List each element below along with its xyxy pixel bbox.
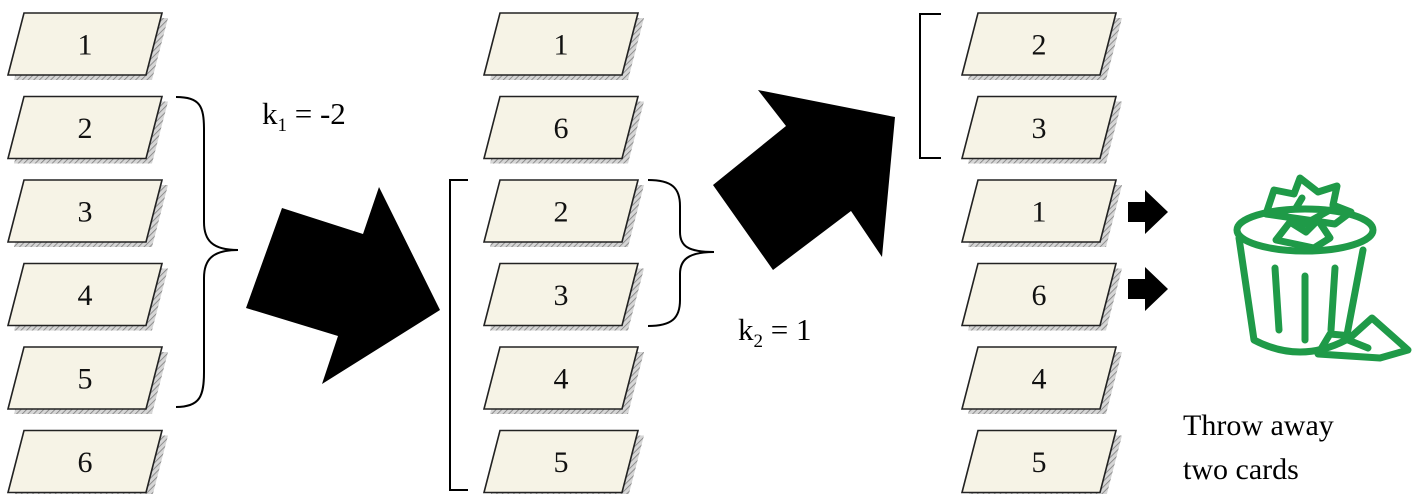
card-number: 2 (1032, 29, 1047, 62)
trash-can-icon (1233, 174, 1412, 362)
card: 4 (6, 262, 168, 331)
k2-subscript: 2 (753, 331, 764, 353)
curly-brace-icon (175, 96, 239, 408)
k1-value: = -2 (287, 96, 346, 131)
k2-variable: k (738, 312, 754, 347)
card-face (482, 346, 640, 410)
card-number: 3 (554, 279, 569, 312)
card-face (482, 179, 640, 243)
card-number: 1 (1032, 196, 1047, 229)
card: 6 (6, 429, 168, 494)
card-number: 6 (1032, 279, 1047, 312)
card: 3 (482, 262, 644, 331)
card-face (6, 179, 164, 243)
block-arrow-icon (713, 90, 895, 270)
card-face (482, 262, 640, 327)
card-column-after-first-cut: 1 6 2 3 4 5 (482, 12, 644, 494)
card: 4 (482, 346, 644, 414)
card-face (960, 262, 1118, 327)
card-number: 6 (78, 446, 93, 479)
card-face (960, 95, 1118, 160)
card: 6 (960, 262, 1122, 331)
card-column-initial: 1 2 3 4 5 6 (6, 12, 168, 494)
card: 1 (960, 179, 1122, 247)
card: 2 (6, 95, 168, 164)
card: 2 (482, 179, 644, 247)
block-arrow-icon (246, 187, 440, 384)
card-face (960, 346, 1118, 410)
card-number: 5 (1032, 446, 1047, 479)
card: 3 (6, 179, 168, 247)
card-face (960, 179, 1118, 243)
block-arrow-icon (1128, 190, 1168, 234)
card-column-after-second-cut: 2 3 1 6 4 5 (960, 12, 1122, 494)
card: 2 (960, 12, 1122, 80)
card-number: 2 (554, 196, 569, 229)
card: 6 (482, 95, 644, 164)
card: 5 (482, 429, 644, 494)
card: 5 (6, 346, 168, 414)
card: 1 (6, 12, 168, 80)
caption-line-1: Throw away (1183, 409, 1334, 442)
card-face (6, 429, 164, 494)
card-number: 5 (78, 363, 93, 396)
card-number: 1 (554, 29, 569, 62)
card-face (6, 346, 164, 410)
curly-brace-icon (647, 179, 715, 327)
card-number: 3 (78, 196, 93, 229)
card-number: 4 (554, 363, 569, 396)
card-face (6, 262, 164, 327)
card-face (482, 95, 640, 160)
shift-label-k2: k2 = 1 (738, 312, 811, 353)
card-number: 5 (554, 446, 569, 479)
square-bracket-icon (919, 13, 941, 159)
card-face (482, 429, 640, 494)
discard-caption: Throw away two cards (1183, 404, 1334, 492)
card-number: 3 (1032, 112, 1047, 145)
card-number: 1 (78, 29, 93, 62)
card-number: 4 (78, 279, 93, 312)
shift-label-k1: k1 = -2 (262, 96, 346, 137)
card: 4 (960, 346, 1122, 414)
card: 3 (960, 95, 1122, 164)
card: 5 (960, 429, 1122, 494)
k1-variable: k (262, 96, 278, 131)
card-number: 2 (78, 112, 93, 145)
k2-value: = 1 (763, 312, 812, 347)
card-face (960, 12, 1118, 76)
card-face (482, 12, 640, 76)
card-face (960, 429, 1118, 494)
card: 1 (482, 12, 644, 80)
card-face (6, 12, 164, 76)
card-number: 4 (1032, 363, 1047, 396)
card-face (6, 95, 164, 160)
caption-line-2: two cards (1183, 453, 1299, 486)
square-bracket-icon (449, 179, 468, 491)
block-arrow-icon (1128, 267, 1168, 311)
card-number: 6 (554, 112, 569, 145)
k1-subscript: 1 (277, 115, 288, 137)
